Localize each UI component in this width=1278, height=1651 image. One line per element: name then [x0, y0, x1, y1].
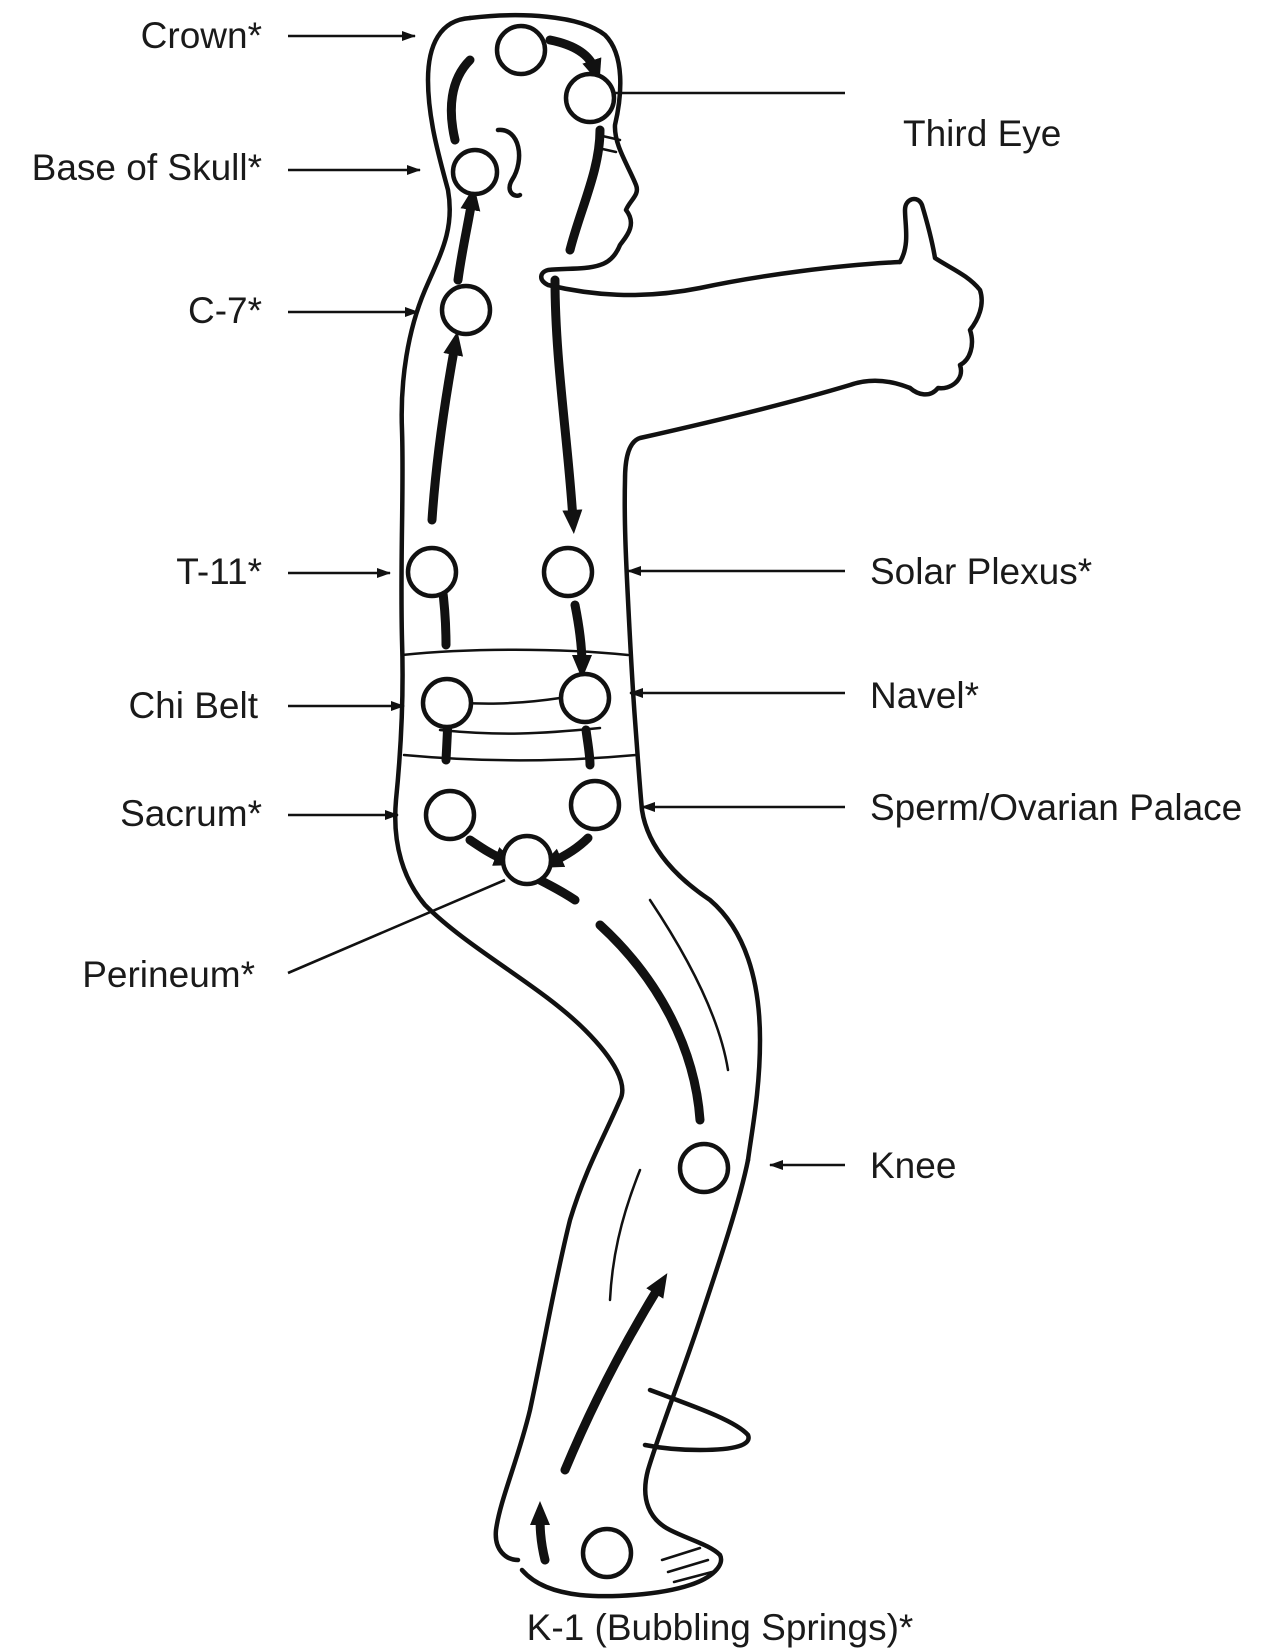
point-crown [497, 26, 545, 74]
thigh-inner-line [650, 900, 728, 1070]
ear-outline [498, 130, 520, 196]
flow-arrow-thigh-up [600, 925, 700, 1120]
flow-arrow-palace-perineum [552, 838, 588, 862]
label-knee: Knee [870, 1145, 956, 1186]
point-chi-belt [423, 679, 471, 727]
point-sperm-ovarian-palace [571, 781, 619, 829]
point-c7 [442, 286, 490, 334]
flow-arrow-calf-up [565, 1285, 660, 1470]
rear-foot-outline [645, 1390, 749, 1450]
flow-arrow-face-down [570, 130, 600, 250]
label-c7: C-7* [188, 290, 262, 331]
flow-arrow-crown-to-eye [550, 40, 595, 70]
front-leg-outline [522, 1160, 748, 1596]
labels: Crown* Third Eye Base of Skull* C-7* T-1… [32, 15, 1243, 1648]
leader-lines [288, 36, 845, 1165]
flow-arrow-back-up [432, 345, 455, 520]
label-navel: Navel* [870, 675, 979, 716]
flow-arrow-chest-down [555, 280, 573, 520]
label-sacrum: Sacrum* [120, 793, 262, 834]
chi-belt-fold-2 [440, 728, 600, 734]
point-solar-plexus [544, 548, 592, 596]
energy-points [408, 26, 728, 1577]
label-third-eye: Third Eye [903, 113, 1061, 154]
arm-top-outline [900, 199, 982, 394]
point-t11 [408, 548, 456, 596]
flow-arrow-navel-down [586, 730, 590, 765]
calf-line [610, 1170, 640, 1300]
label-k1: K-1 (Bubbling Springs)* [527, 1607, 914, 1648]
chi-belt-band-top [402, 650, 628, 655]
label-solar-plexus: Solar Plexus* [870, 551, 1092, 592]
flow-arrow-sacrum-perineum [470, 840, 505, 860]
flow-arrow-sole-up [540, 1515, 545, 1560]
chi-belt-band-bottom [404, 755, 636, 760]
flow-arrow-headback-up [451, 60, 470, 140]
point-base-of-skull [453, 150, 497, 194]
point-knee [680, 1144, 728, 1192]
label-base-of-skull: Base of Skull* [32, 147, 262, 188]
label-sperm-ovarian-palace: Sperm/Ovarian Palace [870, 787, 1242, 828]
point-k1 [583, 1529, 631, 1577]
label-chi-belt: Chi Belt [128, 685, 258, 726]
point-navel [561, 674, 609, 722]
flow-arrow-neck-up [458, 200, 472, 280]
label-crown: Crown* [141, 15, 262, 56]
label-t11: T-11* [176, 551, 262, 592]
leader-perineum [288, 880, 505, 973]
arm-bottom-outline [625, 381, 910, 1160]
point-third-eye [566, 74, 614, 122]
point-perineum [503, 836, 551, 884]
point-sacrum [426, 791, 474, 839]
flow-arrow-belly-down [575, 605, 582, 665]
label-perineum: Perineum* [82, 954, 255, 995]
